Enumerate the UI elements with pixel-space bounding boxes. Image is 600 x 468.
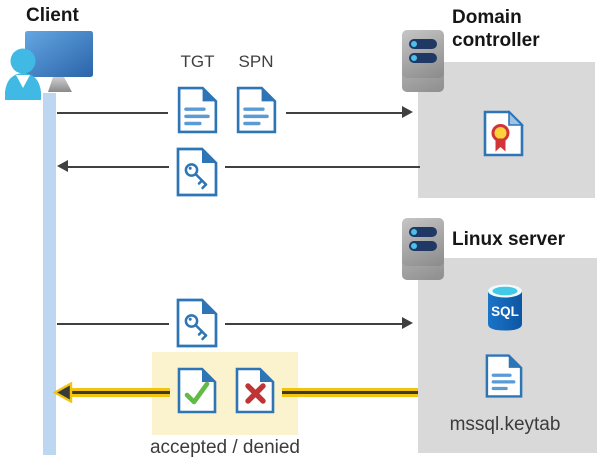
arrow-head-right-icon: [402, 106, 413, 118]
tgt-label: TGT: [180, 52, 215, 71]
sql-badge-text: SQL: [491, 304, 519, 319]
monitor-icon: [25, 31, 93, 77]
arrow-head-left-icon: [57, 160, 68, 172]
seal-icon: [491, 124, 510, 142]
server-drive-icon: [409, 53, 437, 63]
tgt-document-icon: [177, 86, 218, 134]
denied-document-icon: [235, 367, 275, 414]
arrow-head-left-gold-icon: [53, 382, 73, 403]
keytab-document-icon: [485, 354, 523, 398]
check-icon: [184, 381, 210, 405]
key-doc-group-linux: [169, 296, 225, 352]
cross-icon: [245, 383, 266, 404]
person-collar: [16, 75, 30, 88]
result-label: accepted / denied: [149, 437, 300, 458]
person-head: [10, 48, 36, 74]
server-drive-icon: [409, 39, 437, 49]
linux-server-icon: [402, 218, 444, 280]
server-drive-icon: [409, 227, 437, 237]
monitor-stand: [48, 77, 72, 92]
client-title: Client: [26, 5, 79, 26]
ticket-arrow-to-linux: [57, 323, 403, 325]
server-drive-icon: [409, 241, 437, 251]
tgt-spn-doc-group: [168, 84, 286, 136]
key-document-icon: [176, 147, 218, 197]
ribbon-icon: [495, 138, 506, 152]
accepted-document-icon: [177, 367, 217, 414]
keytab-label: mssql.keytab: [449, 414, 561, 435]
spn-label: SPN: [238, 52, 274, 71]
key-document-icon: [176, 298, 218, 348]
spn-document-icon: [236, 86, 277, 134]
client-workstation-icon: [5, 31, 93, 100]
key-doc-group-dc: [169, 145, 225, 201]
client-lifeline: [43, 93, 56, 455]
domain-controller-title: Domain controller: [452, 7, 540, 51]
domain-controller-server-icon: [402, 30, 444, 92]
result-doc-group: [170, 360, 282, 422]
sql-database-icon: SQL: [488, 284, 522, 331]
linux-server-title: Linux server: [452, 229, 565, 250]
arrow-head-right-icon: [402, 317, 413, 329]
ticket-arrow-from-dc: [68, 166, 420, 168]
certificate-document-icon: [483, 110, 524, 157]
